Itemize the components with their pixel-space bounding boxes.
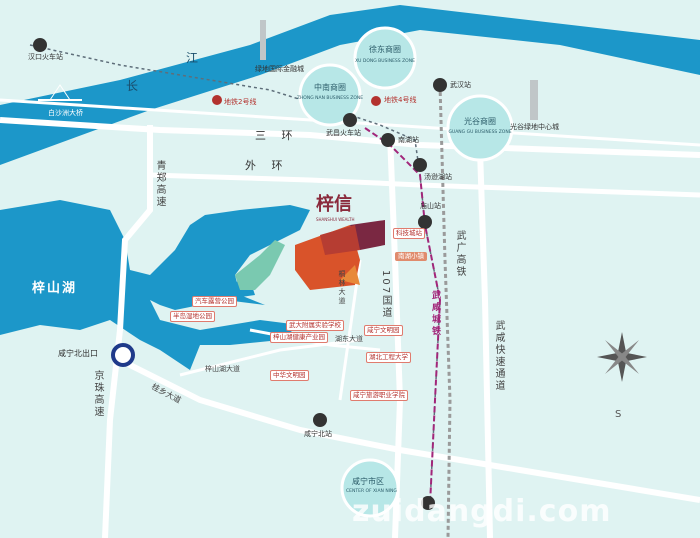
- zone-xudong-title: 徐东商圈: [369, 45, 401, 54]
- poi-lvyou: 咸宁旅游职业学院: [350, 390, 408, 401]
- metro4-label: 地铁4号线: [384, 96, 417, 104]
- project-site: [295, 220, 385, 290]
- train-icon-wuchang: [343, 113, 357, 127]
- guodao-label: 107国道: [380, 270, 391, 320]
- wuxian-express-label: 武咸快速通道: [493, 320, 504, 392]
- zishanhu-road: [179, 338, 361, 377]
- tower-icon: [260, 20, 266, 60]
- zone-xudong: [353, 26, 417, 90]
- river-char-1: 江: [186, 51, 199, 65]
- poi-college: 湖北工程大学: [366, 352, 411, 363]
- poi-car-park: 汽车露营公园: [192, 296, 237, 307]
- train-icon-keji: [418, 215, 432, 229]
- zishan-lake: [0, 200, 310, 370]
- train-icon-tangxun: [413, 158, 427, 172]
- zone-zhongnan: [298, 63, 362, 127]
- poi-health: 梓山湖健康产业园: [270, 332, 328, 343]
- xianglin-label: 桐林大道: [338, 270, 346, 306]
- metro-label: 武咸城铁: [430, 290, 440, 338]
- wuguang-label: 武广高铁: [454, 230, 465, 278]
- zone-xudong-sub: XU DONG BUSINESS ZONE: [355, 59, 415, 64]
- metro2-icon: [212, 95, 222, 105]
- jinggang-road: [102, 125, 153, 538]
- station-miaoshan: 庙山站: [420, 202, 441, 210]
- zone-zhongnan-title: 中南商圈: [314, 83, 346, 92]
- station-wuchang: 武昌火车站: [326, 129, 361, 137]
- zone-zhongnan-sub: ZHONG NAN BUSINESS ZONE: [296, 96, 364, 101]
- metro2-label: 地铁2号线: [224, 98, 257, 106]
- project-block-mid: [320, 225, 360, 255]
- jinggang-label: 京珠高速: [92, 370, 103, 418]
- poi-qinghai: 南湖小镇: [395, 252, 427, 261]
- exit-icon: [111, 343, 135, 367]
- lake-label: 梓山湖: [32, 281, 78, 296]
- station-keji: 科技城站: [393, 228, 425, 239]
- outer-ring-label: 外 环: [245, 159, 289, 172]
- station-icons: [33, 38, 447, 510]
- station-nanhu: 南湖站: [398, 136, 419, 144]
- project-brand: 梓信: [316, 194, 352, 215]
- project-brand-sub: SHANSHUI WEALTH: [316, 217, 355, 222]
- zone-guanggu-title: 光谷商圈: [464, 117, 496, 126]
- wuguang-rail: [438, 84, 452, 538]
- zone-guanggu: [446, 94, 514, 162]
- train-icon-xianning: [313, 413, 327, 427]
- zishanhu-label: 梓山湖大道: [205, 365, 240, 373]
- poi-zhongshan: 中华文明园: [270, 370, 309, 381]
- qingzheng-label: 青郑高速: [154, 160, 165, 208]
- poi-guanggu: 光谷绿地中心城: [510, 123, 559, 131]
- train-icon-city: [421, 496, 435, 510]
- station-hankou: 汉口火车站: [28, 53, 63, 61]
- train-icon-hankou: [33, 38, 47, 52]
- ring3-road: [0, 117, 700, 158]
- city-en-label: CENTER OF XIAN NING: [346, 489, 397, 494]
- zone-guanggu-sub: GUANG GU BUSINESS ZONE: [448, 130, 512, 135]
- river-char-2: 长: [126, 79, 139, 93]
- wetland-island: [235, 240, 285, 290]
- station-xianning-north: 咸宁北站: [304, 430, 332, 438]
- tower-icon-2: [530, 80, 538, 120]
- zone-xianning: [340, 458, 400, 518]
- compass-label: S: [615, 409, 622, 420]
- exit-label: 咸宁北出口: [58, 349, 98, 358]
- bridge-tower: [49, 84, 71, 101]
- station-wuhan: 武汉站: [450, 81, 471, 89]
- hudong-label: 湖东大道: [335, 335, 363, 343]
- city-label: 咸宁市区: [352, 477, 384, 486]
- compass-icon: [597, 332, 647, 382]
- train-icon-wuhan: [433, 78, 447, 92]
- poi-bridge: 白沙洲大桥: [48, 109, 83, 117]
- project-block-top: [350, 220, 385, 250]
- yangtze-river: [0, 5, 700, 165]
- poi-peninsula: 半岛湿地公园: [170, 311, 215, 322]
- train-icon-nanhu: [381, 133, 395, 147]
- metro4-icon: [371, 96, 381, 106]
- station-tangxun: 汤逊湖站: [424, 173, 452, 181]
- watermark: zuidangdi.com: [352, 494, 612, 529]
- ring3-label: 三 环: [255, 129, 299, 142]
- poi-mansion: 咸宁文明园: [364, 325, 403, 336]
- metro-line: [29, 44, 441, 506]
- poi-tower: 绿地国际金融城: [255, 65, 304, 73]
- guilin-road: [118, 357, 700, 503]
- project-block-tip: [340, 265, 360, 285]
- wuxian-express-road: [477, 149, 493, 538]
- poi-school: 武大附属实验学校: [286, 320, 344, 331]
- outer-ring-road: [149, 172, 700, 198]
